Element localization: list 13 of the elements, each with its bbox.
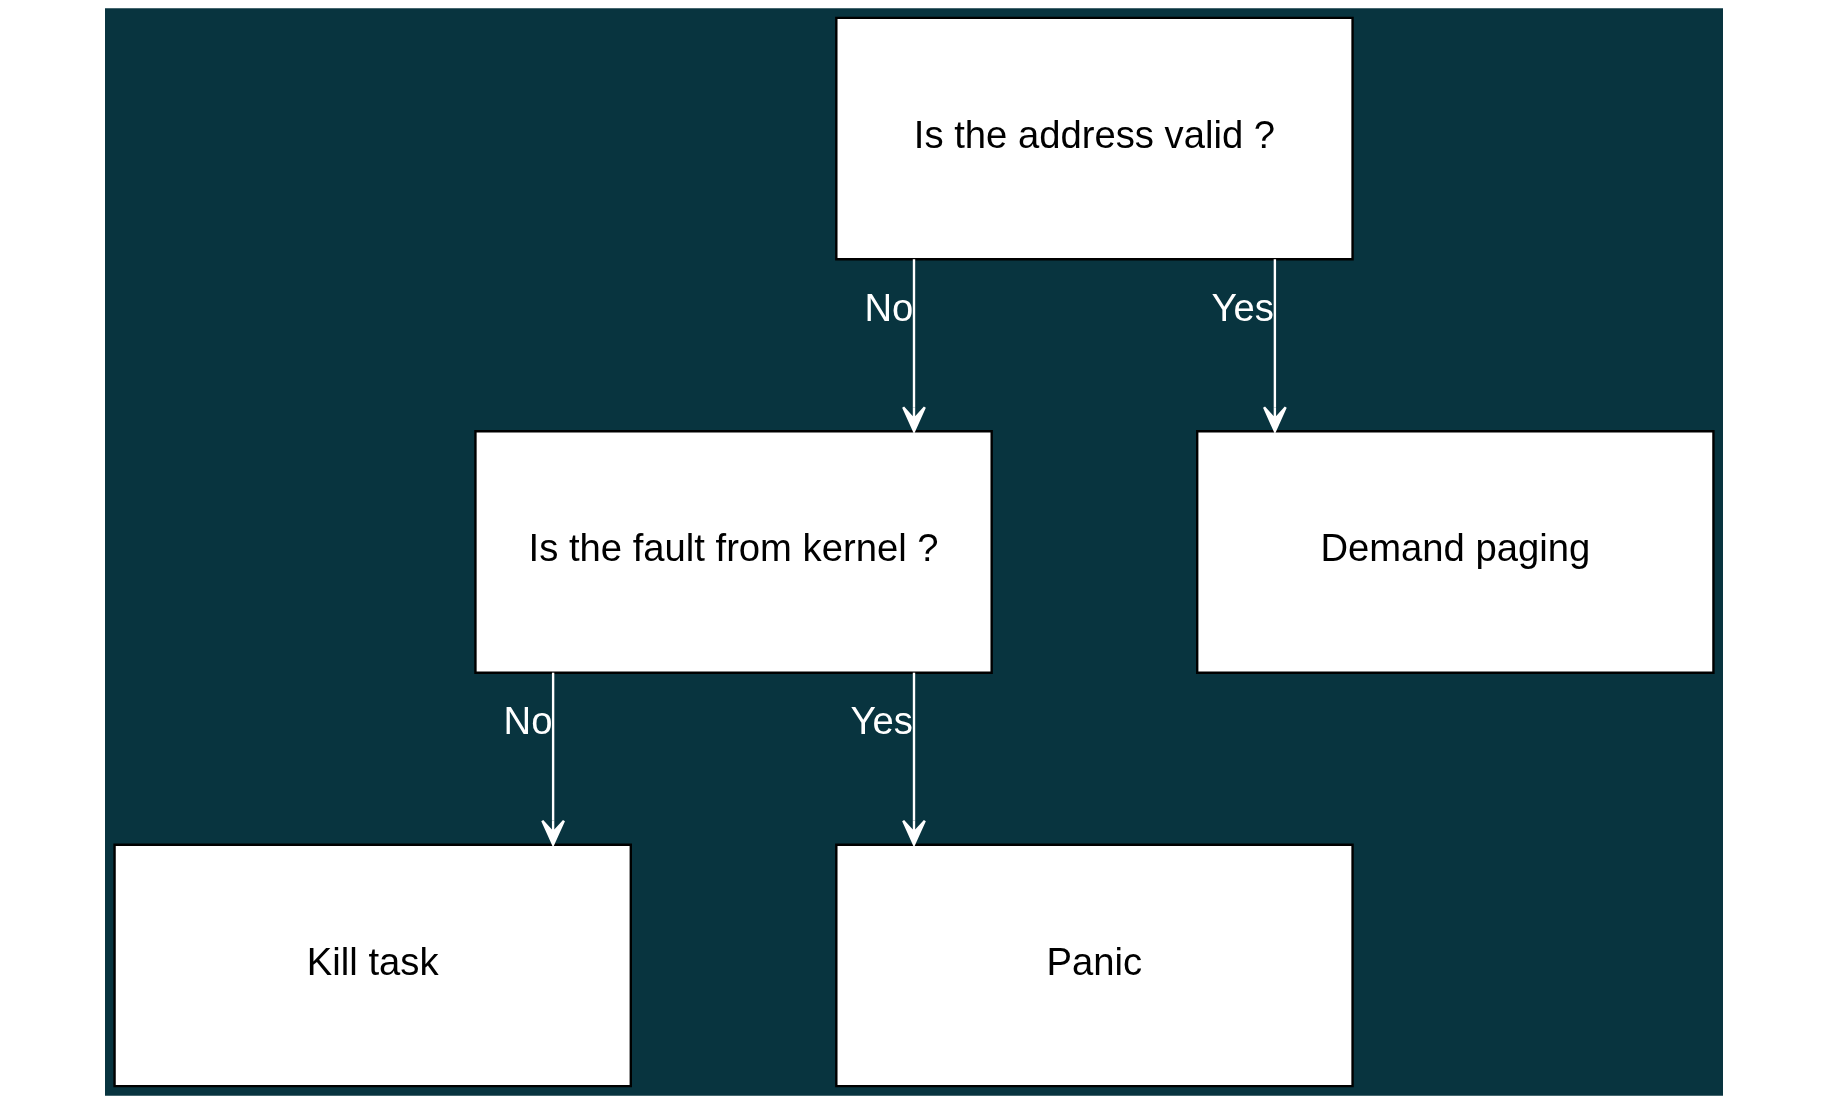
node-box: Demand paging: [1195, 430, 1715, 674]
node-box: Kill task: [112, 843, 632, 1088]
node-box: Panic: [834, 843, 1354, 1088]
node-box: Is the fault from kernel ?: [473, 430, 993, 674]
node-box: Is the address valid ?: [834, 16, 1354, 261]
arrow: [901, 672, 926, 846]
arrow: [901, 259, 926, 433]
arrow: [1262, 259, 1287, 433]
edge-label: Yes: [1210, 285, 1274, 329]
edge-label: No: [863, 285, 913, 329]
edge-label: Yes: [850, 699, 913, 743]
arrow: [540, 672, 565, 846]
edge-label: No: [503, 699, 552, 743]
